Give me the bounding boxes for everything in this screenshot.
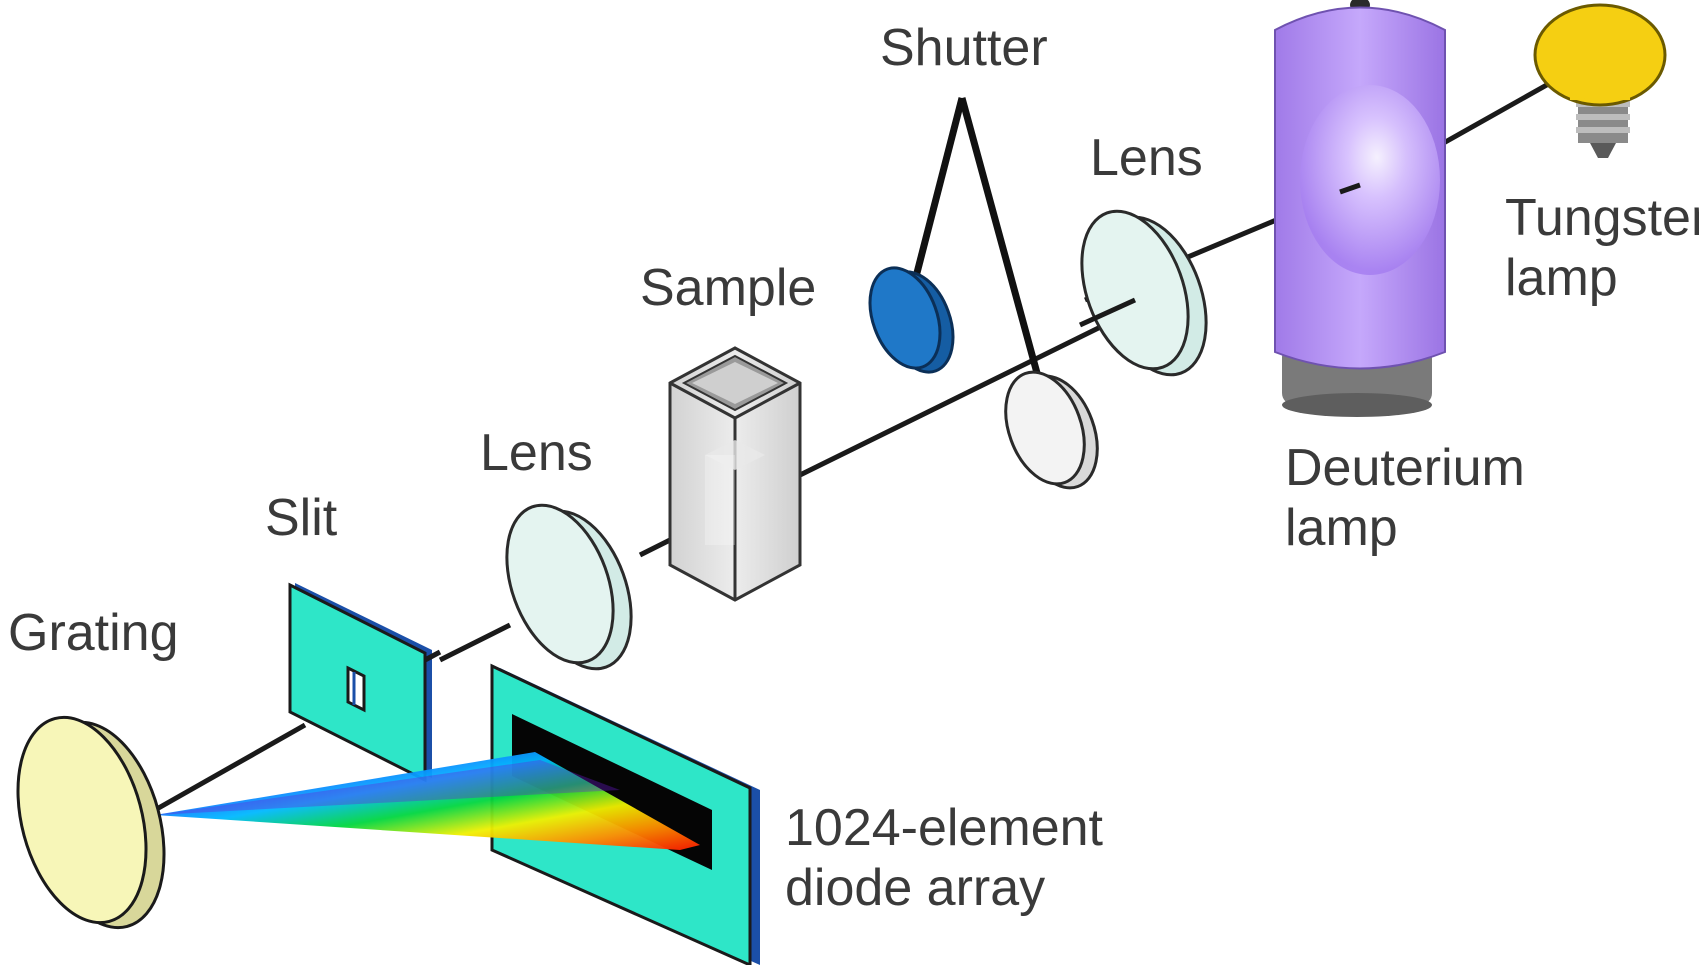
beam-slit-to-lens <box>423 649 442 663</box>
spectrum-fan <box>155 752 700 850</box>
labels: Shutter Lens Tungsten lamp Sample Lens S… <box>8 19 1699 917</box>
label-sample: Sample <box>640 259 816 317</box>
slit <box>288 582 432 783</box>
label-tungsten-line2: lamp <box>1505 249 1618 307</box>
label-grating: Grating <box>8 604 179 662</box>
label-tungsten-line1: Tungsten <box>1505 189 1699 247</box>
label-shutter: Shutter <box>880 19 1048 77</box>
label-deuterium-line1: Deuterium <box>1285 439 1525 497</box>
label-deuterium-line2: lamp <box>1285 499 1398 557</box>
label-slit: Slit <box>265 489 338 547</box>
label-diode-line1: 1024-element <box>785 799 1104 857</box>
lens-left <box>505 503 633 671</box>
deuterium-lamp <box>1274 0 1446 417</box>
grating <box>16 715 166 930</box>
sample-cuvette <box>668 346 802 602</box>
beam-lens-right <box>1078 297 1137 328</box>
label-diode-line2: diode array <box>785 859 1045 917</box>
shutter-disc-blue <box>868 266 955 374</box>
label-lens-right: Lens <box>1090 129 1203 187</box>
lens-right <box>1080 209 1208 377</box>
beam-into-deuterium <box>1339 182 1361 195</box>
label-lens-left: Lens <box>480 424 593 482</box>
shutter <box>868 97 1099 490</box>
tungsten-lamp <box>1533 3 1667 158</box>
shutter-disc-clear <box>1004 370 1099 490</box>
